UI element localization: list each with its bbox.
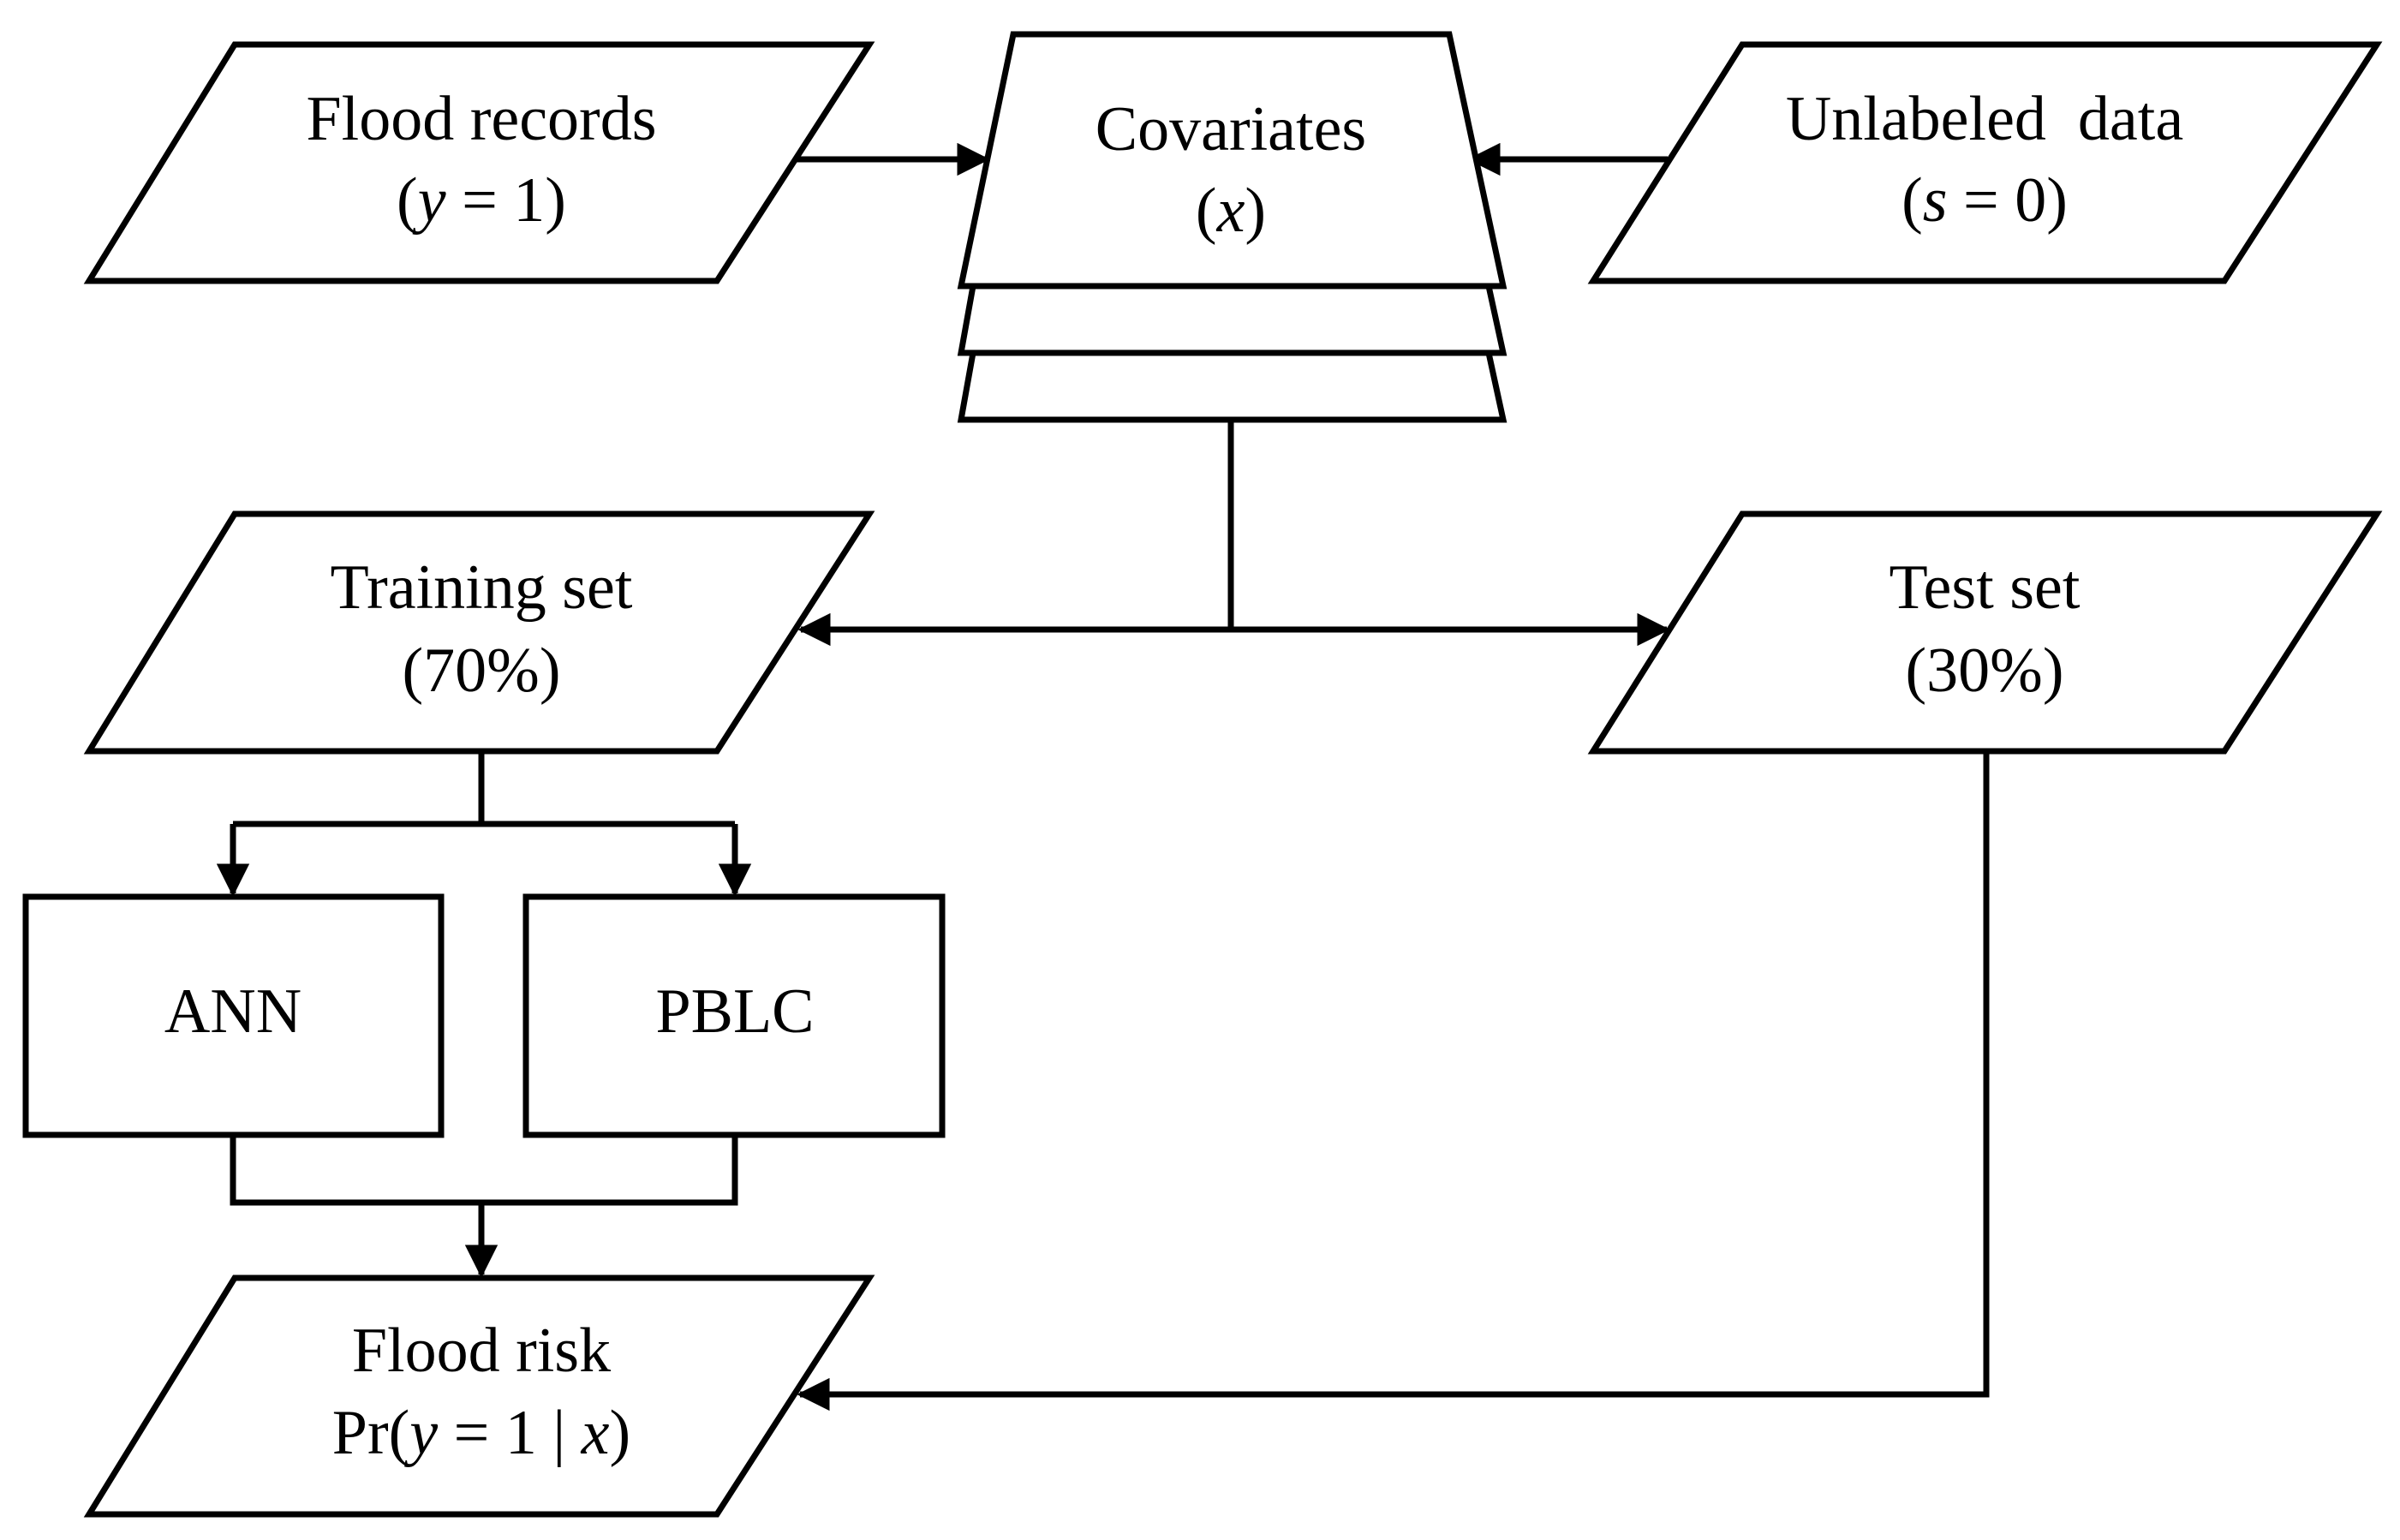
covariates-title: Covariates bbox=[1096, 94, 1366, 164]
node-ann[interactable]: ANN bbox=[22, 893, 445, 1138]
node-covariates[interactable]: Covariates (x) bbox=[957, 31, 1507, 423]
unlabeled-data-condition: (s = 0) bbox=[1901, 165, 2068, 236]
ann-label: ANN bbox=[164, 976, 301, 1047]
edge-test-to-flood-risk bbox=[797, 751, 1990, 1412]
test-set-title: Test set bbox=[1890, 552, 2081, 623]
edge-ann-pblc-merge bbox=[230, 1135, 738, 1206]
unlabeled-data-shape bbox=[1587, 41, 2383, 284]
training-set-title: Training set bbox=[331, 552, 633, 623]
training-set-shape bbox=[83, 510, 875, 755]
flood-records-shape bbox=[83, 41, 875, 284]
covariates-layer-2 bbox=[957, 283, 1507, 356]
node-test-set[interactable]: Test set (30%) bbox=[1587, 510, 2383, 755]
unlabeled-data-title: Unlabeled data bbox=[1786, 84, 2183, 154]
covariates-layer-3 bbox=[957, 349, 1507, 423]
training-set-share: (70%) bbox=[403, 636, 561, 706]
flood-risk-shape bbox=[83, 1274, 875, 1518]
pblc-box bbox=[522, 893, 946, 1138]
covariates-variable: (x) bbox=[1196, 176, 1266, 246]
ann-box bbox=[22, 893, 445, 1138]
node-flood-records[interactable]: Flood records (y = 1) bbox=[83, 41, 875, 284]
node-unlabeled-data[interactable]: Unlabeled data (s = 0) bbox=[1587, 41, 2383, 284]
covariates-layer-1 bbox=[957, 31, 1507, 289]
flood-records-condition: (y = 1) bbox=[397, 165, 566, 236]
flood-risk-formula: Pr(y = 1 | x) bbox=[332, 1398, 630, 1468]
node-pblc[interactable]: PBLC bbox=[522, 893, 946, 1138]
pblc-label: PBLC bbox=[655, 976, 814, 1047]
node-training-set[interactable]: Training set (70%) bbox=[83, 510, 875, 755]
test-set-shape bbox=[1587, 510, 2383, 755]
node-flood-risk[interactable]: Flood risk Pr(y = 1 | x) bbox=[83, 1274, 875, 1518]
test-set-share: (30%) bbox=[1906, 636, 2064, 706]
flood-records-title: Flood records bbox=[307, 84, 657, 154]
flood-risk-title: Flood risk bbox=[352, 1316, 611, 1386]
